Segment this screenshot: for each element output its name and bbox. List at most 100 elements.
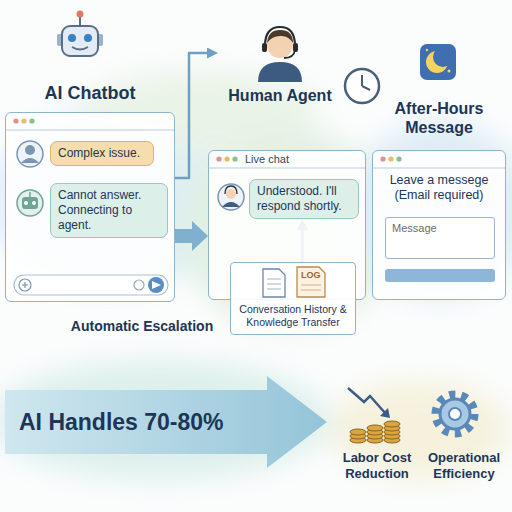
agent-figure-art-part bbox=[284, 50, 295, 58]
background-illustration-part-part bbox=[350, 120, 512, 300]
history-box-art-part bbox=[301, 285, 321, 286]
background-illustration-part bbox=[0, 70, 512, 480]
chat-window-art-part bbox=[22, 197, 38, 209]
message-window-art-part bbox=[385, 269, 495, 282]
agent-figure-art-part bbox=[265, 27, 295, 46]
gear-icon-part bbox=[440, 399, 470, 429]
history-box-art-part bbox=[263, 269, 285, 297]
moon-icon-part bbox=[433, 47, 453, 67]
live-chat-window-art-part bbox=[218, 184, 244, 210]
live-chat-window-art-part bbox=[232, 156, 237, 161]
live-chat-window-art-part bbox=[222, 202, 240, 207]
banner-arrow: AI Handles 70-80% bbox=[5, 376, 327, 468]
history-box: Conversation History & Knowledge Transfe… bbox=[230, 262, 356, 335]
moon-icon-part bbox=[426, 49, 428, 51]
chat-window-art-part bbox=[14, 275, 168, 295]
agent-figure: Human Agent bbox=[218, 18, 342, 110]
message-window-art-part bbox=[388, 156, 393, 161]
chat-window: AI ChatbotComplex issue.Cannot answer. C… bbox=[5, 112, 175, 302]
message-window: After-Hours MessageLeave a messege (Emai… bbox=[372, 150, 506, 300]
history-box-art-part bbox=[301, 290, 321, 291]
robot-icon-part bbox=[68, 34, 76, 42]
window-heading: AI Chatbot bbox=[6, 82, 174, 104]
message-input: Message bbox=[385, 217, 495, 259]
message-window-art-part bbox=[396, 156, 401, 161]
chat-message: Cannot answer. Connecting to agent. bbox=[58, 188, 160, 233]
robot-icon bbox=[57, 11, 103, 57]
chat-window-art-part bbox=[17, 141, 43, 167]
moon-icon-part bbox=[448, 70, 451, 73]
bot-bubble: Cannot answer. Connecting to agent. bbox=[50, 183, 168, 238]
chat-window-art-part bbox=[29, 192, 31, 197]
history-box-art-part bbox=[297, 267, 325, 297]
benefit-label: Operational Efficiency bbox=[418, 450, 510, 482]
live-chat-window-art-part bbox=[209, 167, 365, 168]
robot-icon-part bbox=[62, 26, 98, 56]
agent-figure-art-part bbox=[267, 30, 293, 43]
chat-window-art-part bbox=[21, 158, 39, 163]
coins-icon-part bbox=[350, 429, 366, 435]
chat-window-art-part bbox=[19, 279, 31, 291]
agent-figure-art-part bbox=[258, 62, 302, 82]
history-box-art-part bbox=[267, 279, 281, 280]
agent-figure-art-part bbox=[262, 43, 267, 52]
chat-window-art-part bbox=[13, 118, 18, 123]
chat-window-art-part bbox=[25, 145, 35, 155]
robot-icon-part bbox=[84, 34, 92, 42]
escalation-label: Automatic Escalation bbox=[56, 318, 228, 335]
moon-icon bbox=[420, 44, 456, 80]
clock-icon-part bbox=[362, 86, 370, 90]
chat-message: Complex issue. bbox=[58, 146, 146, 161]
chat-window-art-part bbox=[17, 190, 43, 216]
message-window-art-part bbox=[373, 167, 505, 168]
trend-down-arrow bbox=[348, 388, 390, 418]
chat-window-art-part bbox=[134, 280, 144, 290]
gear-icon-part bbox=[449, 408, 461, 420]
chat-window-art-part bbox=[29, 118, 34, 123]
history-box-art-part bbox=[267, 289, 281, 290]
benefit-label: Labor Cost Reduction bbox=[332, 450, 422, 482]
trend-down-arrow-part bbox=[380, 408, 390, 418]
icon-text: LOG bbox=[301, 270, 321, 281]
agent-heading: Human Agent bbox=[218, 86, 342, 106]
moon-icon-part bbox=[420, 44, 456, 80]
clock-icon bbox=[345, 69, 379, 103]
chat-window-art-part bbox=[32, 201, 36, 205]
coins-icon-part bbox=[367, 425, 383, 431]
clock-icon-part bbox=[345, 69, 379, 103]
live-chat-window-art-part bbox=[216, 156, 221, 161]
user-bubble: Complex issue. bbox=[50, 141, 154, 166]
input-placeholder: Message bbox=[392, 221, 488, 235]
live-chat-window-art-part bbox=[225, 186, 237, 194]
history-box-art-part bbox=[267, 284, 281, 285]
flow-arrow bbox=[175, 53, 207, 178]
trend-down-arrow-part bbox=[348, 388, 386, 414]
live-chat-window-art-part bbox=[226, 189, 236, 199]
form-prompt: Leave a messege (Email required) bbox=[373, 173, 505, 203]
live-chat-window-art-part bbox=[224, 156, 229, 161]
banner-arrow-art-part bbox=[5, 376, 327, 468]
chat-window-art-part bbox=[152, 281, 161, 289]
robot-icon-part bbox=[77, 11, 84, 18]
box-caption: Conversation History & Knowledge Transfe… bbox=[235, 303, 351, 329]
chat-window-art-part bbox=[148, 277, 164, 293]
coins-icon bbox=[350, 421, 400, 443]
chat-window-art-part bbox=[24, 201, 28, 205]
gear-icon bbox=[436, 395, 474, 433]
robot-icon-part bbox=[72, 47, 88, 50]
gear-icon-part bbox=[436, 395, 474, 433]
clock-icon-part bbox=[361, 75, 363, 86]
window-title: Live chat bbox=[245, 153, 289, 166]
coins-icon-part bbox=[384, 421, 400, 427]
banner-text: AI Handles 70-80% bbox=[19, 409, 224, 435]
message-window-art-part bbox=[380, 156, 385, 161]
chat-window-art-part bbox=[6, 129, 174, 130]
chat-message: Understood. I'll respond shortly. bbox=[257, 184, 351, 214]
chat-window-art-part bbox=[21, 118, 26, 123]
agent-bubble: Understood. I'll respond shortly. bbox=[249, 179, 359, 219]
escalation-arrow bbox=[175, 229, 192, 243]
chat-window-art-part bbox=[24, 282, 25, 288]
window-heading: After-Hours Message bbox=[373, 99, 505, 137]
background-illustration-part-part bbox=[0, 360, 330, 480]
